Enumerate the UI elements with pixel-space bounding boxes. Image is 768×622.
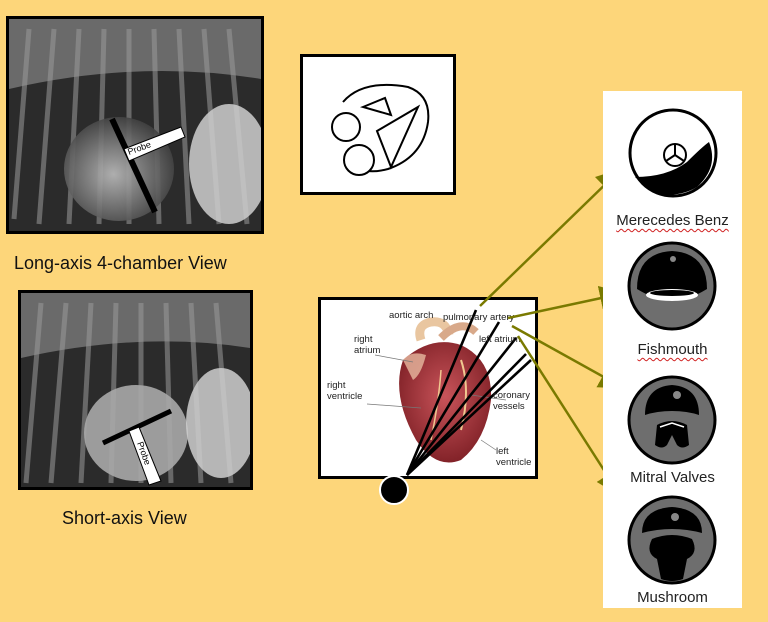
long-axis-xray: Probe bbox=[6, 16, 264, 234]
arrow-to-mitral bbox=[511, 324, 625, 389]
heart-diagram: aortic arch pulmonary artery right atriu… bbox=[318, 297, 538, 479]
short-axis-caption: Short-axis View bbox=[62, 508, 187, 528]
probe-position-dot bbox=[379, 475, 409, 505]
mercedes-benz-view-icon bbox=[628, 108, 718, 198]
label-right-ventricle: right ventricle bbox=[327, 380, 363, 402]
label-aortic-arch: aortic arch bbox=[389, 310, 434, 321]
view-label-mitral: Mitral Valves bbox=[630, 469, 715, 486]
arrow-to-mushroom bbox=[516, 335, 621, 497]
views-panel: Merecedes Benz Fishmouth Mitral Valves M… bbox=[603, 91, 742, 608]
view-label-mushroom: Mushroom bbox=[637, 589, 708, 606]
label-left-ventricle: left ventricle bbox=[496, 446, 532, 468]
fishmouth-view-icon bbox=[627, 241, 717, 331]
label-left-atrium: left atrium bbox=[479, 334, 521, 345]
short-axis-xray: Probe bbox=[18, 290, 253, 490]
chamber-schematic bbox=[300, 54, 456, 195]
label-pulmonary-artery: pulmonary artery bbox=[443, 312, 515, 323]
arrow-to-mercedes bbox=[479, 168, 622, 307]
arrow-to-fishmouth bbox=[507, 285, 625, 320]
view-label-mercedes: Merecedes Benz bbox=[616, 212, 729, 229]
view-label-fishmouth: Fishmouth bbox=[637, 341, 708, 358]
label-coronary-vessels: coronary vessels bbox=[493, 390, 530, 412]
label-right-atrium: right atrium bbox=[354, 334, 381, 356]
mushroom-view-icon bbox=[627, 495, 717, 585]
long-axis-caption: Long-axis 4-chamber View bbox=[14, 253, 227, 273]
mitral-valves-view-icon bbox=[627, 375, 717, 465]
